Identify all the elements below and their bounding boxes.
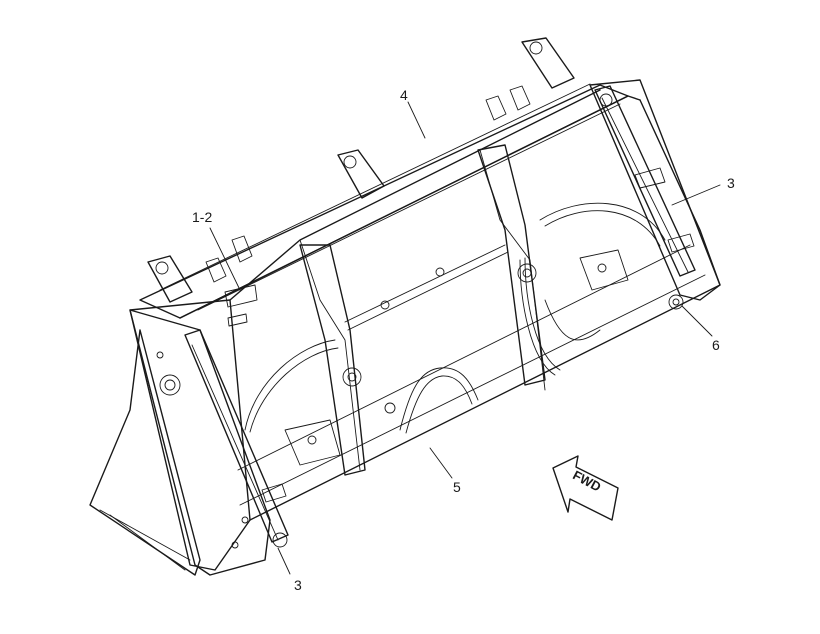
lift-lug-right xyxy=(521,37,575,89)
leader-lines xyxy=(209,101,721,575)
hydraulic-cylinder-right xyxy=(594,85,696,277)
bracket-left xyxy=(284,419,341,466)
lift-lug-center xyxy=(337,149,385,199)
side-plate-right xyxy=(589,79,721,310)
bracket-right xyxy=(579,249,629,291)
center-rib xyxy=(299,244,366,476)
decal-plate xyxy=(224,284,258,327)
fwd-arrow-icon: FWD xyxy=(552,455,619,521)
callout-3-right: 3 xyxy=(727,175,735,191)
fwd-label: FWD xyxy=(570,467,603,494)
hose-lines xyxy=(244,202,666,434)
lift-lug-left xyxy=(147,255,193,303)
bucket-top-rail xyxy=(139,83,641,319)
hydraulic-cylinder-left xyxy=(184,329,289,548)
callout-1-2: 1-2 xyxy=(192,209,212,225)
callout-6: 6 xyxy=(712,337,720,353)
callout-4: 4 xyxy=(400,87,408,103)
small-lugs xyxy=(205,85,531,283)
callout-5: 5 xyxy=(453,479,461,495)
right-rib xyxy=(477,144,546,386)
callout-3-bottom: 3 xyxy=(294,577,302,593)
bucket-body xyxy=(89,89,721,576)
